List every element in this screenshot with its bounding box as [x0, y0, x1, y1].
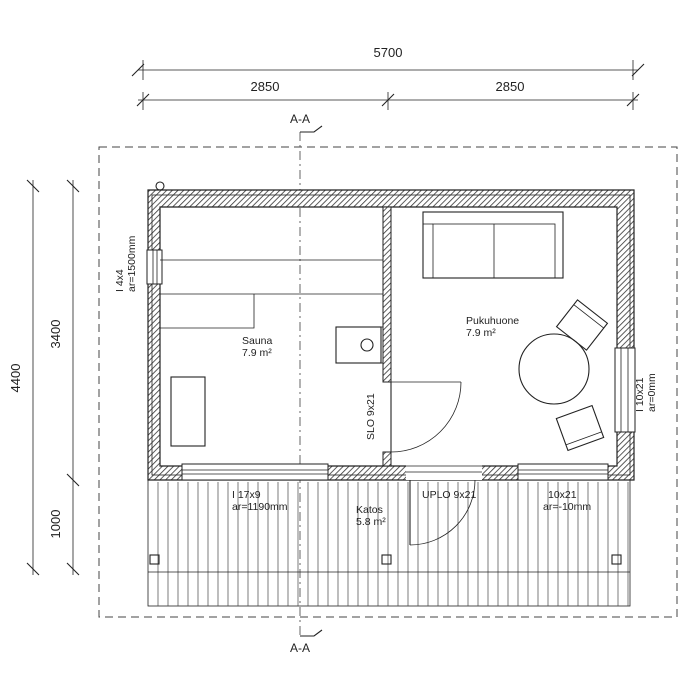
window-left-size: I 4x4 [114, 269, 126, 292]
wall-openings [146, 249, 636, 481]
dim-left-half: 2850 [251, 79, 280, 94]
door-inner-label: SLO 9x21 [365, 393, 377, 440]
room-area-living: 7.9 m² [466, 327, 496, 339]
armchair-top [555, 299, 609, 351]
sofa [422, 211, 564, 279]
section-line [299, 125, 323, 637]
interior-wall [382, 206, 392, 467]
sauna-stove [335, 326, 384, 364]
roof-outline [98, 146, 678, 618]
dim-total-width: 5700 [374, 45, 403, 60]
window-front-left-size: I 17x9 [232, 489, 261, 501]
window-left-sill: ar=1500mm [126, 235, 138, 292]
room-area-porch: 5.8 m² [356, 516, 386, 528]
armchair-bottom [555, 404, 605, 452]
window-front-right-sill: ar=-10mm [543, 501, 591, 513]
room-name-living: Pukuhuone [466, 315, 519, 327]
door-outer-label: UPLO 9x21 [422, 489, 476, 501]
room-area-sauna: 7.9 m² [242, 347, 272, 359]
exterior-walls [147, 181, 635, 481]
section-mark-bottom: A-A [290, 641, 310, 655]
sauna-benches [160, 259, 383, 329]
room-name-porch: Katos [356, 504, 383, 516]
window-right-size: I 10x21 [634, 377, 646, 412]
window-front-right-size: 10x21 [548, 489, 577, 501]
door-entry [409, 479, 476, 546]
dimension-lines [26, 60, 645, 576]
section-mark-top: A-A [290, 112, 310, 126]
room-name-sauna: Sauna [242, 335, 273, 347]
dim-total-depth: 4400 [8, 364, 23, 393]
window-front-left-sill: ar=1190mm [232, 501, 288, 513]
dim-right-half: 2850 [496, 79, 525, 94]
dim-room-depth: 3400 [48, 320, 63, 349]
porch-deck [147, 479, 631, 607]
door-sauna [390, 381, 462, 453]
dim-porch-depth: 1000 [48, 510, 63, 539]
sauna-bench-bucket [170, 376, 206, 447]
dining-table [518, 333, 590, 405]
window-right-sill: ar=0mm [646, 373, 658, 412]
